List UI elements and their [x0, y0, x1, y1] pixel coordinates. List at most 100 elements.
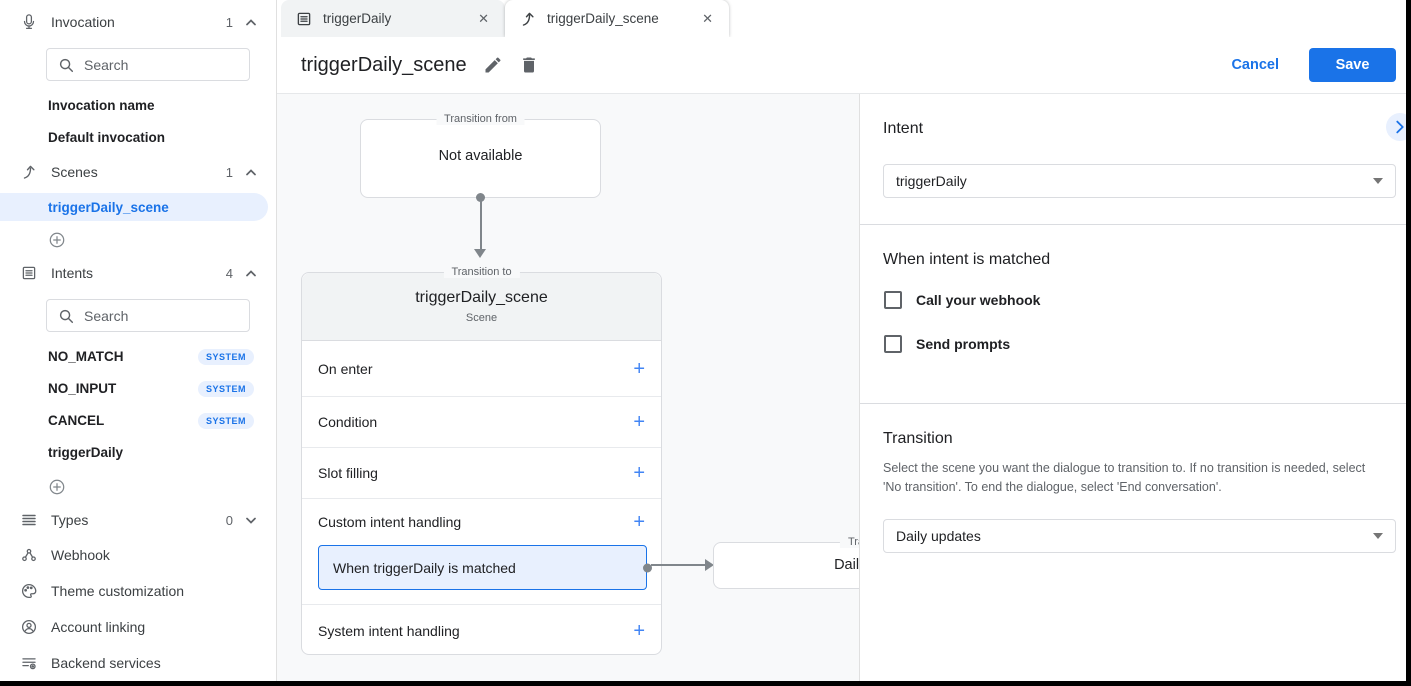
intent-handler-node-selected[interactable]: When triggerDaily is matched [318, 545, 652, 590]
scene-diagram-canvas[interactable]: Transition from Not available Transition… [277, 94, 859, 686]
scene-header: triggerDaily_scene Cancel Save [277, 37, 1411, 94]
scene-row-on-enter[interactable]: On enter + [318, 357, 645, 380]
sidebar: Invocation 1 Invocation name Default inv… [0, 0, 277, 686]
page-title: triggerDaily_scene [301, 53, 467, 76]
cancel-button[interactable]: Cancel [1231, 57, 1279, 73]
add-circle-icon [49, 232, 65, 248]
transition-heading: Transition [883, 430, 953, 447]
close-tab-icon[interactable]: ✕ [478, 10, 489, 26]
add-condition-icon[interactable]: + [633, 411, 645, 433]
sidebar-item-backend-services[interactable]: Backend services [0, 654, 276, 672]
add-on-enter-icon[interactable]: + [633, 357, 645, 380]
scene-node-subtitle: Scene [465, 312, 498, 324]
section-count: 4 [225, 265, 233, 281]
add-slot-filling-icon[interactable]: + [633, 462, 645, 484]
transition-from-box: Transition from Not available [360, 113, 601, 198]
save-button[interactable]: Save [1309, 48, 1396, 82]
checkbox-unchecked[interactable] [884, 291, 902, 309]
dropdown-caret-icon [1373, 533, 1383, 539]
intents-search [46, 299, 250, 332]
box-legend: Transition from [436, 113, 525, 125]
edit-button[interactable] [479, 51, 507, 79]
chevron-up-icon[interactable] [242, 163, 260, 181]
tab-triggerdaily[interactable]: triggerDaily ✕ [281, 0, 505, 37]
sidebar-item-invocation-name[interactable]: Invocation name [48, 98, 155, 113]
transition-select[interactable]: Daily updates [883, 519, 1396, 553]
divider [860, 403, 1411, 404]
sidebar-item-default-invocation[interactable]: Default invocation [48, 130, 166, 145]
transition-description: Select the scene you want the dialogue t… [883, 461, 1366, 494]
sidebar-section-intents[interactable]: Intents 4 [0, 263, 276, 283]
chevron-up-icon[interactable] [242, 264, 260, 282]
call-webhook-checkbox-row[interactable]: Call your webhook [884, 291, 1411, 309]
sidebar-item-triggerdaily-scene[interactable]: triggerDaily_scene [0, 193, 268, 221]
scene-icon [23, 165, 35, 179]
pencil-icon [485, 57, 501, 73]
add-circle-icon [49, 479, 65, 495]
add-intent-button[interactable] [0, 476, 276, 498]
webhook-icon [22, 548, 36, 562]
content: Transition from Not available Transition… [277, 94, 1411, 686]
intent-icon [22, 266, 36, 280]
intent-heading: Intent [883, 120, 924, 137]
sidebar-section-types[interactable]: Types 0 [0, 510, 276, 530]
connector-dot [643, 563, 652, 572]
scene-row-slot-filling[interactable]: Slot filling + [302, 447, 661, 498]
window-edge [0, 681, 1411, 686]
scene-icon [522, 12, 534, 26]
intent-select[interactable]: triggerDaily [883, 164, 1396, 198]
tab-triggerdaily-scene[interactable]: triggerDaily_scene ✕ [505, 0, 729, 37]
transition-target-value: Daily updates [834, 557, 859, 573]
connector-line [651, 564, 705, 566]
delete-button[interactable] [515, 51, 543, 79]
system-badge: SYSTEM [197, 348, 254, 365]
search-icon [59, 309, 74, 323]
sidebar-item-triggerdaily-intent[interactable]: triggerDaily [48, 445, 124, 460]
send-prompts-checkbox-row[interactable]: Send prompts [884, 335, 1411, 353]
dropdown-caret-icon [1373, 178, 1383, 184]
scene-node-title: triggerDaily_scene [415, 289, 548, 306]
section-count: 1 [225, 14, 233, 30]
scene-row-condition[interactable]: Condition + [302, 396, 661, 447]
chevron-up-icon[interactable] [242, 13, 260, 31]
section-label: Intents [51, 265, 94, 281]
search-icon [59, 58, 74, 72]
chevron-down-icon[interactable] [242, 511, 260, 529]
checkbox-unchecked[interactable] [884, 335, 902, 353]
sidebar-item-account-linking[interactable]: Account linking [0, 618, 276, 636]
sidebar-item-cancel-intent[interactable]: CANCEL SYSTEM [0, 412, 276, 429]
section-label: Types [51, 512, 89, 528]
sidebar-item-webhook[interactable]: Webhook [0, 546, 276, 564]
sidebar-item-no-input[interactable]: NO_INPUT SYSTEM [0, 380, 276, 397]
scene-row-system-intent-handling[interactable]: System intent handling + [302, 604, 661, 656]
backend-services-icon [22, 658, 36, 670]
tab-bar: triggerDaily ✕ triggerDaily_scene ✕ [277, 0, 1411, 37]
box-legend: Transition to [839, 536, 859, 548]
sidebar-item-theme-customization[interactable]: Theme customization [0, 582, 276, 600]
system-badge: SYSTEM [197, 380, 254, 397]
divider [860, 224, 1411, 225]
when-matched-heading: When intent is matched [883, 251, 1051, 268]
chevron-right-icon [1396, 120, 1404, 134]
connector-line [480, 198, 482, 249]
intent-select-value: triggerDaily [896, 173, 967, 189]
intents-search-input[interactable] [84, 307, 214, 324]
add-scene-button[interactable] [0, 229, 276, 251]
types-icon [22, 514, 36, 526]
invocation-search-input[interactable] [84, 56, 214, 73]
scene-node-header: triggerDaily_scene Scene [302, 273, 661, 341]
sidebar-section-scenes[interactable]: Scenes 1 [0, 162, 276, 182]
section-label: Scenes [51, 164, 98, 180]
sidebar-section-invocation[interactable]: Invocation 1 [0, 12, 276, 32]
transition-target-node[interactable]: Transition to Daily updates [713, 536, 859, 589]
add-system-intent-icon[interactable]: + [633, 619, 645, 642]
arrow-down-icon [474, 249, 486, 258]
sidebar-item-no-match[interactable]: NO_MATCH SYSTEM [0, 348, 276, 365]
add-intent-handler-icon[interactable]: + [633, 511, 645, 533]
main-area: triggerDaily ✕ triggerDaily_scene ✕ trig… [277, 0, 1411, 686]
close-tab-icon[interactable]: ✕ [702, 10, 713, 26]
box-legend: Transition to [443, 266, 520, 278]
connector-dot [476, 193, 485, 202]
section-label: Invocation [51, 14, 115, 30]
